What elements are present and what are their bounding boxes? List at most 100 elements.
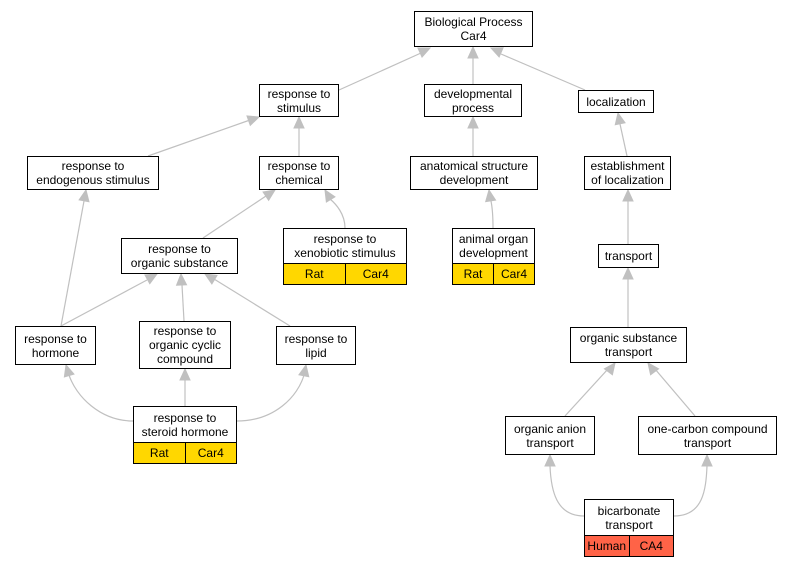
edge-organ-to-anat — [490, 200, 494, 229]
node-label: of localization — [591, 173, 664, 187]
edge-onecarbon-to-ost — [654, 368, 696, 417]
arrowhead — [78, 188, 90, 203]
node-label: response to — [61, 159, 125, 173]
node-label: organic cyclic — [148, 338, 222, 352]
gene-tag: CA4 — [628, 536, 673, 556]
edge-hormone-to-org — [60, 279, 148, 327]
species-tag: Human — [585, 536, 629, 556]
edge-bicarb-to-onecarbon — [673, 465, 708, 517]
node-label: development — [459, 246, 528, 260]
gene-tag: Car4 — [493, 264, 534, 284]
node-label: transport — [604, 345, 653, 359]
edge-anion-to-ost — [564, 368, 609, 417]
arrowhead — [603, 362, 616, 376]
node-localization[interactable]: localization — [578, 90, 654, 113]
arrowhead — [701, 453, 713, 467]
edge-stimulus-to-bio — [338, 52, 422, 91]
node-label: organic anion — [513, 421, 587, 436]
node-transport[interactable]: transport — [598, 244, 659, 268]
node-label: response to — [153, 410, 217, 425]
node-label: transport — [683, 435, 732, 450]
arrowhead — [489, 47, 504, 58]
node-label: transport — [605, 517, 653, 532]
edge-steroid-to-lipid — [236, 374, 305, 422]
gene-tag: Car4 — [184, 443, 236, 463]
species-tag: Rat — [134, 443, 185, 463]
node-label: hormone — [31, 345, 80, 360]
arrowhead — [622, 266, 634, 280]
node-label: Car4 — [460, 29, 487, 43]
node-label: organic substance — [130, 256, 229, 270]
arrowhead — [179, 367, 191, 381]
arrowhead — [467, 115, 479, 129]
arrowhead — [484, 188, 497, 203]
arrowhead — [544, 453, 556, 467]
node-label: process — [451, 100, 495, 115]
edge-hormone-to-endo — [60, 200, 85, 327]
node-label: organic substance — [579, 331, 678, 345]
node-label: endogenous stimulus — [36, 173, 150, 187]
arrowhead — [467, 45, 479, 59]
edge-lipid-to-org — [213, 278, 291, 327]
node-label: response to — [24, 331, 87, 346]
node-label: one-carbon compound — [647, 421, 768, 436]
node-label: bicarbonate — [597, 503, 661, 518]
node-label: compound — [156, 352, 214, 366]
arrowhead — [293, 115, 305, 129]
node-label: response to — [153, 324, 217, 338]
edge-bicarb-to-anion — [549, 465, 585, 517]
edge-loc-to-bio — [500, 53, 586, 91]
node-label: development — [439, 173, 509, 187]
node-label: establishment — [590, 159, 665, 173]
node-label: xenobiotic stimulus — [294, 246, 396, 260]
node-label: stimulus — [276, 100, 321, 115]
node-label: lipid — [305, 345, 327, 360]
species-tag: Rat — [284, 264, 345, 284]
edge-estab-to-loc — [619, 123, 628, 157]
edge-xeno-to-chem — [329, 198, 346, 229]
arrowhead — [614, 111, 626, 126]
edge-org-to-chem — [202, 195, 267, 239]
arrowhead — [622, 188, 634, 202]
arrowhead — [63, 363, 75, 378]
node-label: response to — [313, 232, 377, 246]
arrowhead — [144, 273, 159, 285]
node-label: Biological Process — [424, 15, 523, 29]
node-label: transport — [526, 435, 574, 450]
arrowhead — [262, 189, 277, 202]
species-tag: Rat — [453, 264, 493, 284]
node-label: developmental — [433, 86, 513, 101]
arrowhead — [417, 47, 432, 58]
node-label: response to — [284, 331, 348, 346]
arrowhead — [298, 363, 310, 378]
node-label: steroid hormone — [141, 424, 229, 439]
arrowhead — [324, 188, 336, 203]
edge-endo-to-stim — [147, 119, 251, 157]
node-label: chemical — [275, 173, 323, 187]
node-label: response to — [267, 159, 331, 173]
node-label: transport — [604, 249, 653, 263]
